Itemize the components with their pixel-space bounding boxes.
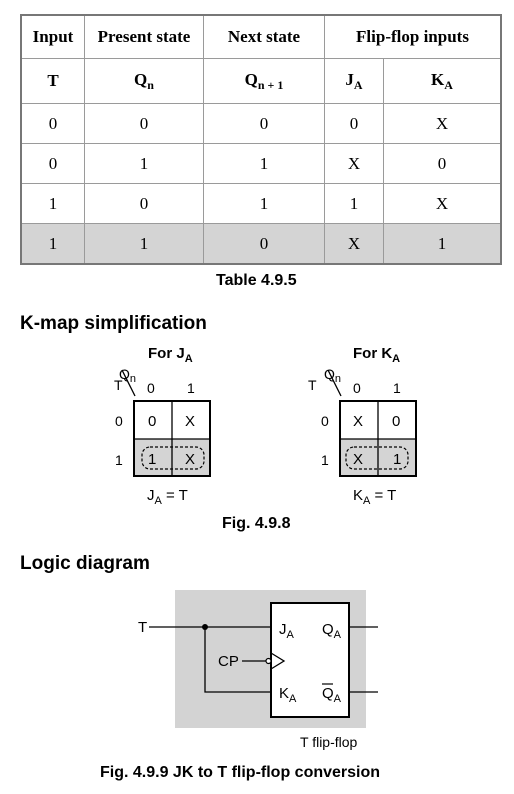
table-caption: Table 4.9.5 bbox=[216, 272, 297, 289]
table-cell: 0 bbox=[324, 103, 384, 144]
table-row: 1 0 1 1 X bbox=[20, 183, 502, 224]
kmap-ka: For KA T Qn 0 1 0 1 X 0 X 1 KA = T bbox=[308, 345, 417, 507]
qabar-output-label: QA bbox=[322, 685, 342, 705]
table-cell: 1 bbox=[84, 143, 204, 184]
kmap-ka-col-var: Qn bbox=[324, 366, 341, 385]
table-cell: 1 bbox=[383, 223, 502, 265]
logic-section-title: Logic diagram bbox=[20, 553, 150, 574]
header-input: Input bbox=[20, 14, 85, 59]
truth-table: Input Present state Next state Flip-flop… bbox=[20, 14, 502, 265]
table-row: 0 1 1 X 0 bbox=[20, 143, 502, 184]
subheader-ja: JA bbox=[324, 58, 384, 104]
table-cell: 1 bbox=[324, 183, 384, 224]
kmap-figure: For JA T Qn 0 1 0 1 0 X 1 X JA = T For K… bbox=[114, 345, 417, 507]
logic-caption: Fig. 4.9.9 JK to T flip-flop conversion bbox=[100, 764, 381, 781]
kmap-ja-row-label: 0 bbox=[115, 413, 123, 429]
logic-diagram: T CP JA KA QA QA T flip-flop bbox=[138, 590, 378, 750]
kmap-ka-col-label: 1 bbox=[393, 380, 401, 396]
kmap-ka-cell: X bbox=[353, 413, 363, 430]
header-present-state: Present state bbox=[84, 14, 204, 59]
header-flip-flop-inputs: Flip-flop inputs bbox=[324, 14, 502, 59]
kmap-ka-cell: X bbox=[353, 451, 363, 468]
table-row-highlighted: 1 1 0 X 1 bbox=[20, 223, 502, 265]
ja-input-label: JA bbox=[279, 621, 295, 641]
kmap-ja-row-label: 1 bbox=[115, 452, 123, 468]
kmap-ka-col-label: 0 bbox=[353, 380, 361, 396]
kmap-ka-equation: KA = T bbox=[353, 487, 396, 507]
subheader-ka: KA bbox=[383, 58, 502, 104]
cp-label: CP bbox=[218, 653, 239, 670]
kmap-ja-equation: JA = T bbox=[147, 487, 188, 507]
header-next-state: Next state bbox=[203, 14, 325, 59]
kmap-caption: Fig. 4.9.8 bbox=[222, 515, 291, 532]
subheader-qn1: Qn + 1 bbox=[203, 58, 325, 104]
kmap-ka-row-label: 1 bbox=[321, 452, 329, 468]
kmap-ja-cell: X bbox=[185, 413, 195, 430]
subheader-qn: Qn bbox=[84, 58, 204, 104]
table-cell: 0 bbox=[203, 223, 325, 265]
table-cell: 0 bbox=[84, 183, 204, 224]
table-cell: 1 bbox=[203, 183, 325, 224]
table-cell: 0 bbox=[20, 143, 85, 184]
kmap-ka-cell: 1 bbox=[393, 451, 401, 468]
table-cell: 0 bbox=[20, 103, 85, 144]
table-cell: 0 bbox=[84, 103, 204, 144]
kmap-ja-cell: X bbox=[185, 451, 195, 468]
input-t-label: T bbox=[138, 619, 147, 636]
kmap-ka-cell: 0 bbox=[392, 413, 400, 430]
table-cell: X bbox=[324, 143, 384, 184]
t-flip-flop-label: T flip-flop bbox=[300, 734, 358, 750]
kmap-ka-row-var: T bbox=[308, 377, 317, 393]
clock-inversion-bubble bbox=[265, 657, 272, 665]
kmap-ja-col-label: 1 bbox=[187, 380, 195, 396]
kmap-ka-title: For KA bbox=[353, 345, 400, 365]
kmap-section-title: K-map simplification bbox=[20, 313, 207, 334]
kmap-ja-group-loop bbox=[141, 446, 205, 470]
clock-triangle bbox=[270, 652, 286, 670]
table-cell: X bbox=[383, 103, 502, 144]
kmap-ja-row-var: T bbox=[114, 377, 123, 393]
table-cell: 1 bbox=[20, 223, 85, 265]
kmap-ja-cell: 0 bbox=[148, 413, 156, 430]
table-cell: X bbox=[324, 223, 384, 265]
kmap-ka-group-loop bbox=[345, 446, 409, 470]
table-cell: X bbox=[383, 183, 502, 224]
kmap-ja-col-label: 0 bbox=[147, 380, 155, 396]
kmap-ja-col-var: Qn bbox=[119, 366, 136, 385]
kmap-ja: For JA T Qn 0 1 0 1 0 X 1 X JA = T bbox=[114, 345, 211, 507]
kmap-ja-cell: 1 bbox=[148, 451, 156, 468]
subheader-t: T bbox=[20, 58, 85, 104]
table-cell: 0 bbox=[383, 143, 502, 184]
table-row: 0 0 0 0 X bbox=[20, 103, 502, 144]
table-cell: 0 bbox=[203, 103, 325, 144]
kmap-ja-title: For JA bbox=[148, 345, 193, 365]
table-cell: 1 bbox=[84, 223, 204, 265]
qa-output-label: QA bbox=[322, 621, 342, 641]
kmap-ka-row-label: 0 bbox=[321, 413, 329, 429]
table-cell: 1 bbox=[203, 143, 325, 184]
table-cell: 1 bbox=[20, 183, 85, 224]
ka-input-label: KA bbox=[279, 685, 297, 705]
